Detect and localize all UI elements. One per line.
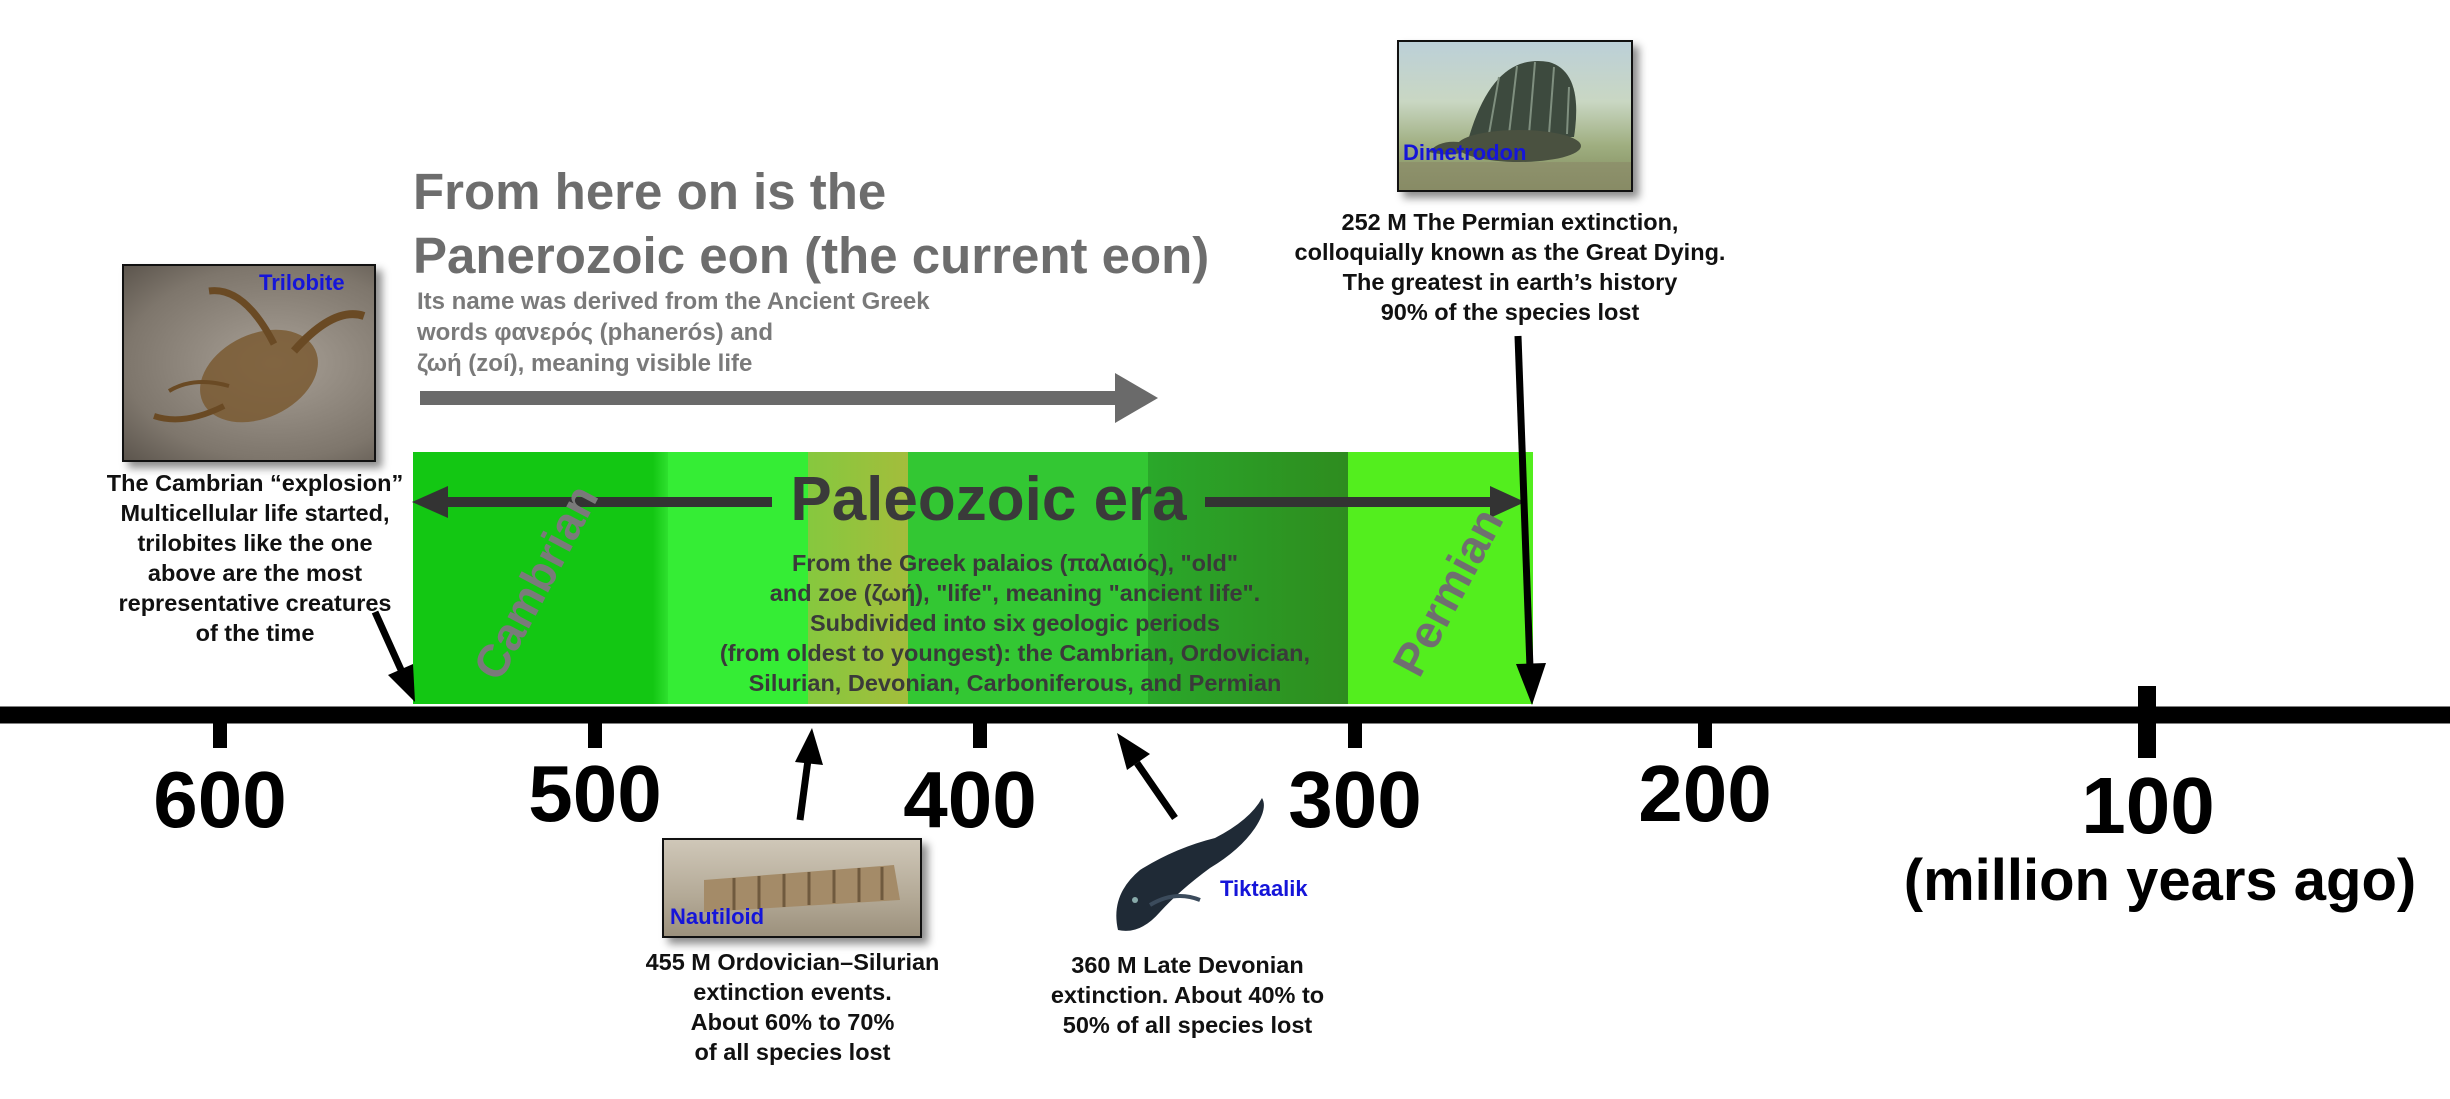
era-description-line: Subdivided into six geologic periods bbox=[810, 610, 1220, 636]
caption-line: 50% of all species lost bbox=[1062, 1012, 1313, 1038]
band-segment bbox=[668, 452, 808, 704]
era-arrow-right-head bbox=[1490, 486, 1525, 518]
caption-line: Multicellular life started, bbox=[120, 500, 390, 526]
tick-label-500: 500 bbox=[528, 749, 662, 838]
cambrian-pointer-head bbox=[388, 664, 415, 702]
permian-pointer-head bbox=[1516, 663, 1546, 705]
caption-line: 360 M Late Devonian bbox=[1071, 952, 1304, 978]
trilobite-label: Trilobite bbox=[259, 270, 345, 295]
caption-line: 455 M Ordovician–Silurian bbox=[645, 949, 940, 975]
band-segment bbox=[1148, 452, 1348, 704]
devonian-pointer bbox=[1134, 761, 1178, 820]
caption-line: extinction. About 40% to bbox=[1050, 982, 1325, 1008]
caption-line: of the time bbox=[195, 620, 315, 646]
caption-line: representative creatures bbox=[118, 590, 392, 616]
era-description-line: Silurian, Devonian, Carboniferous, and P… bbox=[748, 670, 1282, 696]
eon-heading-line2: Panerozoic eon (the current eon) bbox=[413, 227, 1210, 284]
timeline-unit-label: (million years ago) bbox=[1903, 848, 2417, 913]
caption-line: trilobites like the one bbox=[137, 530, 373, 556]
caption-line: colloquially known as the Great Dying. bbox=[1294, 239, 1726, 265]
era-description: From the Greek palaios (παλαιός), "old" … bbox=[640, 548, 1390, 698]
ordovician-pointer-head bbox=[795, 728, 823, 765]
etymology-line: Its name was derived from the Ancient Gr… bbox=[417, 288, 930, 315]
band-segment bbox=[653, 452, 668, 704]
band-segment bbox=[808, 452, 908, 704]
tick-label-400: 400 bbox=[903, 755, 1037, 844]
dimetrodon-label: Dimetrodon bbox=[1403, 140, 1527, 165]
dimetrodon-icon bbox=[1399, 60, 1631, 190]
devonian-caption: 360 M Late Devonian extinction. About 40… bbox=[1010, 950, 1365, 1040]
etymology-line: words φανερός (phanerós) and bbox=[417, 319, 774, 346]
band-segment bbox=[908, 452, 1148, 704]
permian-caption: 252 M The Permian extinction, colloquial… bbox=[1260, 207, 1760, 327]
era-description-line: (from oldest to youngest): the Cambrian,… bbox=[719, 640, 1311, 666]
caption-line: About 60% to 70% bbox=[690, 1009, 895, 1035]
caption-line: The Cambrian “explosion” bbox=[106, 470, 404, 496]
eon-etymology: Its name was derived from the Ancient Gr… bbox=[417, 286, 930, 379]
tick-label-100: 100 bbox=[2081, 761, 2215, 850]
trilobite-photo: Trilobite bbox=[122, 264, 376, 462]
nautiloid-icon bbox=[704, 865, 900, 912]
eon-arrow-head bbox=[1115, 373, 1158, 423]
band-segment bbox=[413, 452, 653, 704]
tick-label-200: 200 bbox=[1638, 749, 1772, 838]
permian-pointer bbox=[1514, 335, 1534, 669]
caption-line: 90% of the species lost bbox=[1380, 299, 1640, 325]
era-title: Paleozoic era bbox=[790, 465, 1187, 534]
cambrian-caption: The Cambrian “explosion” Multicellular l… bbox=[60, 468, 450, 648]
era-arrow-left-head bbox=[412, 486, 448, 518]
caption-line: 252 M The Permian extinction, bbox=[1341, 209, 1679, 235]
tick-label-300: 300 bbox=[1288, 755, 1422, 844]
caption-line: extinction events. bbox=[693, 979, 892, 1005]
ordovician-caption: 455 M Ordovician–Silurian extinction eve… bbox=[590, 947, 995, 1067]
era-description-line: From the Greek palaios (παλαιός), "old" bbox=[791, 550, 1239, 576]
dimetrodon-photo: Dimetrodon bbox=[1397, 40, 1633, 192]
eon-heading-line1: From here on is the bbox=[413, 163, 887, 220]
etymology-line: ζωή (zoí), meaning visible life bbox=[417, 350, 753, 377]
caption-line: of all species lost bbox=[694, 1039, 891, 1065]
nautiloid-photo: Nautiloid bbox=[662, 838, 922, 938]
caption-line: above are the most bbox=[147, 560, 363, 586]
nautiloid-label: Nautiloid bbox=[670, 904, 765, 929]
trilobite-icon bbox=[153, 287, 366, 423]
era-description-line: and zoe (ζωή), "life", meaning "ancient … bbox=[769, 580, 1261, 606]
devonian-pointer-head bbox=[1117, 733, 1150, 770]
caption-line: The greatest in earth’s history bbox=[1342, 269, 1678, 295]
tiktaalik-label: Tiktaalik bbox=[1220, 876, 1308, 901]
tick-label-600: 600 bbox=[153, 755, 287, 844]
ordovician-pointer bbox=[796, 759, 812, 821]
cambrian-pointer bbox=[371, 610, 406, 674]
